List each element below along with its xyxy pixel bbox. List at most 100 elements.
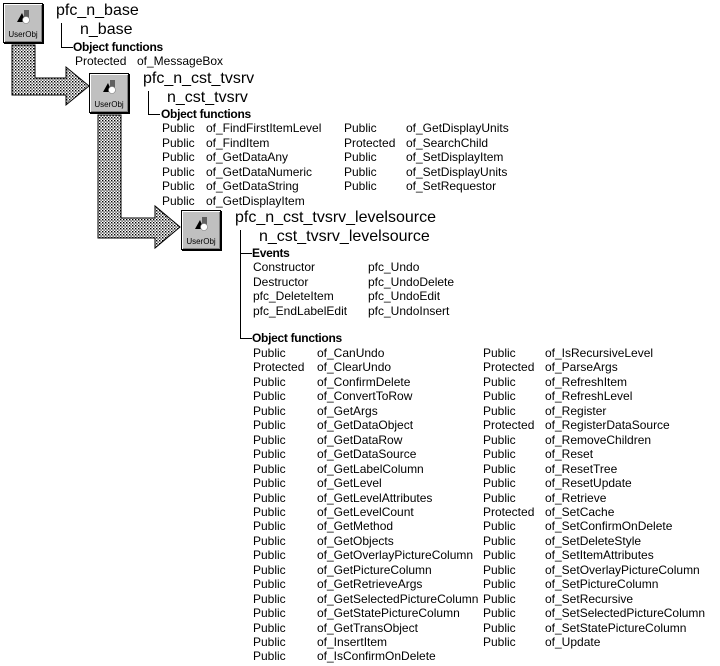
- function-name: of_FindItem: [206, 135, 270, 150]
- function-access: Public: [483, 635, 516, 649]
- function-name: of_IsRecursiveLevel: [545, 346, 654, 360]
- function-name: of_GetSelectedPictureColumn: [317, 591, 479, 606]
- function-name: of_ConvertToRow: [317, 389, 413, 404]
- function-name: of_SetStatePictureColumn: [545, 620, 687, 635]
- function-access: Public: [253, 389, 286, 404]
- function-access: Public: [253, 374, 286, 389]
- function-name: of_SetDisplayItem: [406, 150, 504, 164]
- function-access: Public: [483, 389, 516, 404]
- function-access: Public: [483, 533, 516, 548]
- function-name: of_GetRetrieveArgs: [317, 577, 423, 592]
- function-name: of_SetRecursive: [545, 591, 634, 606]
- function-access: Public: [253, 620, 286, 635]
- function-name: of_ConfirmDelete: [317, 374, 411, 389]
- function-name: of_GetStatePictureColumn: [317, 606, 460, 621]
- function-access: Public: [483, 346, 516, 360]
- function-name: of_GetDataAny: [206, 150, 289, 164]
- function-access: Protected: [483, 360, 535, 375]
- class-name-pfc-n-base: pfc_n_base: [56, 2, 139, 19]
- function-name: of_GetDataSource: [317, 447, 417, 462]
- function-access: Public: [162, 193, 195, 208]
- function-access: Public: [162, 135, 195, 150]
- function-name: of_ParseArgs: [545, 360, 618, 375]
- function-access: Public: [253, 476, 286, 491]
- function-name: of_Retrieve: [545, 490, 607, 505]
- function-access: Public: [253, 606, 286, 621]
- function-name: of_GetDataObject: [317, 418, 414, 433]
- function-access: Public: [253, 461, 286, 476]
- function-name: of_Update: [545, 635, 601, 649]
- function-name: of_SetConfirmOnDelete: [545, 519, 673, 534]
- function-name: of_GetArgs: [317, 403, 378, 418]
- function-access: Public: [253, 418, 286, 433]
- function-name: of_ClearUndo: [317, 360, 392, 375]
- function-name: of_Register: [545, 403, 607, 418]
- tree-line: [148, 91, 149, 115]
- event-name: pfc_UndoEdit: [368, 289, 441, 303]
- tree-line: [61, 23, 62, 48]
- function-name: of_RegisterDataSource: [545, 418, 670, 433]
- function-name: of_ResetUpdate: [545, 476, 632, 491]
- function-access: Public: [162, 179, 195, 193]
- function-name: of_GetPictureColumn: [317, 562, 432, 577]
- class-name-pfc-n-cst-tvsrv: pfc_n_cst_tvsrv: [143, 70, 255, 87]
- event-name: Constructor: [253, 260, 316, 274]
- event-name: Destructor: [253, 274, 309, 289]
- tree-line: [148, 114, 160, 115]
- tree-line: [240, 253, 252, 254]
- function-access: Public: [483, 490, 516, 505]
- function-name: of_GetMethod: [317, 519, 394, 534]
- event-name: pfc_Undo: [368, 260, 420, 274]
- function-access: Public: [253, 562, 286, 577]
- event-name: pfc_DeleteItem: [253, 289, 334, 303]
- function-access: Protected: [344, 135, 396, 150]
- function-access: Public: [253, 635, 286, 649]
- function-name: of_GetDataRow: [317, 432, 403, 447]
- event-name: pfc_UndoDelete: [368, 274, 455, 289]
- function-name: of_GetDataString: [206, 179, 299, 193]
- function-access: Public: [483, 562, 516, 577]
- function-access: Public: [483, 432, 516, 447]
- userobj-label: UserObj: [8, 30, 38, 39]
- section-header-object-functions: Object functions: [161, 107, 251, 121]
- event-name: pfc_UndoInsert: [368, 303, 450, 318]
- inheritance-arrow-2: [97, 114, 181, 250]
- function-name: of_Reset: [545, 447, 594, 462]
- userobject-glyph-icon: [103, 80, 116, 94]
- function-access: Public: [483, 374, 516, 389]
- function-access: Public: [162, 150, 195, 164]
- function-access: Public: [253, 577, 286, 592]
- function-name: of_SetItemAttributes: [545, 548, 654, 563]
- function-access: Public: [483, 476, 516, 491]
- function-name: of_FindFirstItemLevel: [206, 121, 322, 135]
- function-name: of_GetLevel: [317, 476, 382, 491]
- function-name: of_GetDisplayItem: [206, 193, 305, 208]
- function-name: of_CanUndo: [317, 346, 385, 360]
- userobj-icon-2: UserObj: [89, 73, 129, 113]
- function-name: of_SetDeleteStyle: [545, 533, 642, 548]
- function-access: Protected: [75, 54, 127, 68]
- function-access: Public: [253, 504, 286, 519]
- function-access: Public: [344, 179, 377, 193]
- tree-line: [61, 47, 73, 48]
- function-access: Public: [253, 447, 286, 462]
- userobject-glyph-icon: [17, 10, 30, 24]
- userobject-glyph-icon: [195, 217, 208, 231]
- function-name: of_RemoveChildren: [545, 432, 652, 447]
- function-access: Public: [162, 121, 195, 135]
- function-access: Public: [483, 447, 516, 462]
- section-header-object-functions: Object functions: [252, 331, 342, 345]
- function-name: of_IsConfirmOnDelete: [317, 649, 436, 664]
- descendant-name-n-cst-tvsrv: n_cst_tvsrv: [167, 89, 248, 106]
- function-access: Public: [483, 577, 516, 592]
- function-name: of_GetDataNumeric: [206, 164, 313, 179]
- function-access: Public: [253, 490, 286, 505]
- function-access: Public: [483, 548, 516, 563]
- function-access: Public: [483, 591, 516, 606]
- function-access: Public: [253, 591, 286, 606]
- function-name: of_RefreshItem: [545, 374, 628, 389]
- function-name: of_MessageBox: [137, 54, 224, 68]
- function-access: Public: [483, 461, 516, 476]
- function-access: Public: [253, 649, 286, 664]
